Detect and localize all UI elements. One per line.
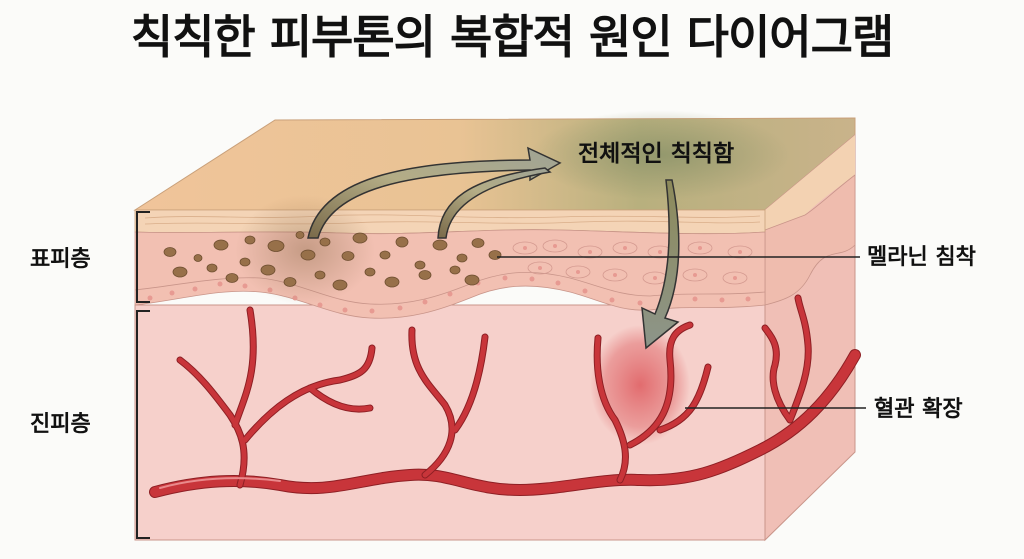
blood-vessels	[149, 294, 861, 498]
diagram-title: 칙칙한 피부톤의 복합적 원인 다이어그램	[130, 10, 895, 64]
overall-dullness-label: 전체적인 칙칙함	[578, 141, 735, 167]
arrow-dullness-to-vessel	[641, 179, 680, 350]
arrow-melanin-to-dullness-2	[437, 167, 552, 239]
melanin-granules	[163, 231, 502, 291]
epidermis-bracket	[136, 211, 150, 303]
dermis-bracket	[136, 310, 150, 539]
epidermis-label: 표피층	[30, 247, 91, 272]
vasodilation-label: 혈관 확장	[874, 397, 963, 422]
arrow-melanin-to-dullness-1	[307, 146, 562, 239]
dermis-label: 진피층	[30, 412, 91, 437]
melanin-deposition-label: 멜라닌 침착	[867, 245, 976, 270]
